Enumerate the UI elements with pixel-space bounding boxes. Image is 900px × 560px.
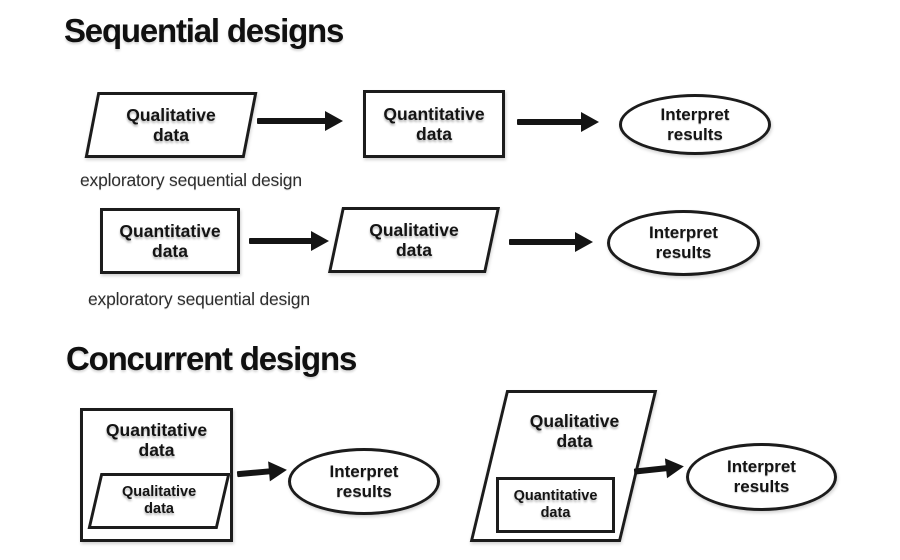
concurrent-group2-inner-rectangle: Quantitative data xyxy=(496,477,615,533)
arrow-right-icon xyxy=(249,230,329,252)
shape-label: Quantitative data xyxy=(513,488,598,521)
shape-label: Quantitative data xyxy=(383,103,485,144)
shape-label: Quantitative data xyxy=(105,420,208,461)
shape-label: Quantitative data xyxy=(119,220,221,261)
concurrent-group1-interpret-ellipse: Interpret results xyxy=(288,448,440,515)
heading-sequential-designs: Sequential designs xyxy=(64,12,344,49)
arrow-shaft xyxy=(257,118,327,124)
arrow-head xyxy=(575,232,593,252)
arrow-shaft xyxy=(509,239,577,245)
shape-label: Qualitative data xyxy=(369,219,459,260)
arrow-head xyxy=(581,112,599,132)
seq-row1-quantitative-rectangle: Quantitative data xyxy=(363,90,505,158)
arrow-right-icon xyxy=(517,111,599,133)
arrow-right-icon xyxy=(633,455,685,482)
arrow-shaft xyxy=(249,238,313,244)
concurrent-group2-interpret-ellipse: Interpret results xyxy=(686,443,837,511)
arrow-shaft xyxy=(236,468,272,478)
seq-row2-quantitative-rectangle: Quantitative data xyxy=(100,208,240,274)
seq-row2-qualitative-parallelogram: Qualitative data xyxy=(327,207,501,273)
arrow-shaft xyxy=(633,465,669,475)
shape-label: Interpret results xyxy=(727,457,796,496)
seq-row2-interpret-ellipse: Interpret results xyxy=(607,210,760,276)
heading-concurrent-designs: Concurrent designs xyxy=(66,340,357,377)
shape-label: Qualitative data xyxy=(121,484,197,517)
seq-row1-interpret-ellipse: Interpret results xyxy=(619,94,771,155)
concurrent-group1-outer-rectangle: Quantitative data Qualitative data xyxy=(80,408,233,542)
shape-label: Interpret results xyxy=(660,104,730,144)
shape-label: Qualitative data xyxy=(126,104,216,145)
seq-row2-caption: exploratory sequential design xyxy=(88,289,310,309)
arrow-head xyxy=(664,456,685,479)
arrow-head xyxy=(311,231,329,251)
arrow-right-icon xyxy=(236,459,288,485)
seq-row1-qualitative-parallelogram: Qualitative data xyxy=(84,92,258,158)
arrow-head xyxy=(325,111,343,131)
arrow-head xyxy=(268,459,288,482)
shape-label: Qualitative data xyxy=(529,411,619,452)
arrow-right-icon xyxy=(509,231,593,253)
shape-label: Interpret results xyxy=(329,461,399,501)
shape-label: Interpret results xyxy=(649,223,718,262)
concurrent-group1-inner-parallelogram: Qualitative data xyxy=(87,473,231,529)
seq-row1-caption: exploratory sequential design xyxy=(80,170,302,190)
arrow-shaft xyxy=(517,119,583,125)
arrow-right-icon xyxy=(257,110,343,132)
